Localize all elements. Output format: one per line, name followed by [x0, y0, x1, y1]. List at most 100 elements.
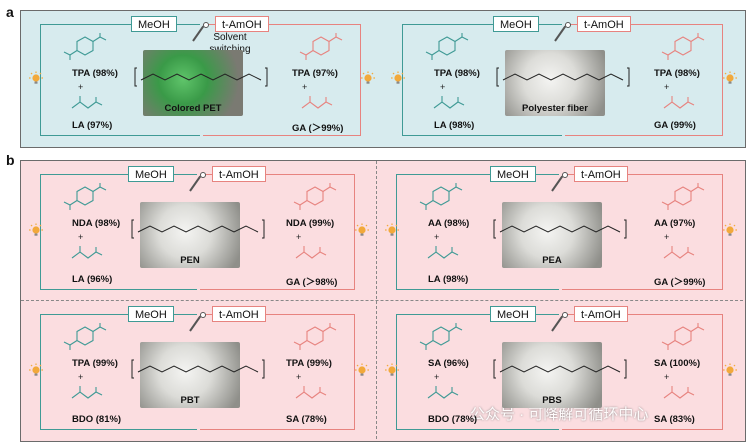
left-product-2-label: LA (96%) — [72, 274, 113, 285]
reaction-cell-b1: MeOH t-AmOH NDA (98%) + LA (96%) NDA (99%) + GA… — [20, 160, 376, 300]
horizontal-divider — [21, 300, 743, 301]
left-product-2-label: BDO (78%) — [428, 414, 478, 425]
light-bulb-icon — [722, 71, 738, 87]
polymer-repeat-unit — [130, 356, 266, 387]
left-product-structure — [424, 32, 470, 67]
plus-sign: + — [78, 372, 84, 382]
meoh-loop — [396, 314, 559, 430]
polymer-name: Colored PET — [164, 103, 222, 114]
polymer-repeat-unit — [492, 356, 628, 387]
polymer-name: PBT — [180, 395, 200, 406]
light-bulb-icon — [354, 223, 370, 239]
polymer-photo: PEN — [140, 202, 240, 268]
right-product-2-label: SA (83%) — [654, 414, 695, 425]
solvent-switching-note: Solvent switching — [200, 32, 260, 56]
light-bulb-icon — [360, 71, 376, 87]
meoh-loop — [396, 174, 559, 290]
left-product-1-label: TPA (98%) — [72, 68, 118, 79]
light-bulb-icon — [28, 71, 44, 87]
light-bulb-icon — [28, 223, 44, 239]
polymer-photo: Colored PET — [143, 50, 243, 116]
polymer-repeat-unit — [133, 64, 269, 95]
plus-sign: + — [78, 82, 84, 92]
left-product-2-structure — [70, 94, 104, 119]
light-bulb-icon — [354, 363, 370, 379]
switch-contact-dot — [565, 22, 571, 28]
right-product-structure — [298, 32, 344, 67]
right-product-1-label: TPA (99%) — [286, 358, 332, 369]
left-product-2-label: BDO (81%) — [72, 414, 122, 425]
right-product-2-label: SA (78%) — [286, 414, 327, 425]
right-product-2-label: GA (＞98%) — [286, 277, 338, 288]
right-product-2-structure — [294, 244, 328, 269]
right-product-2-label: GA (＞99%) — [654, 277, 706, 288]
tamoh-tag: t-AmOH — [574, 306, 628, 322]
left-product-1-label: SA (96%) — [428, 358, 469, 369]
meoh-loop — [40, 174, 197, 290]
left-product-structure — [62, 32, 108, 67]
light-bulb-icon — [384, 223, 400, 239]
tamoh-tag: t-AmOH — [212, 166, 266, 182]
switch-contact-dot — [200, 172, 206, 178]
polymer-name: PBS — [542, 395, 562, 406]
tamoh-loop — [203, 24, 361, 136]
switch-contact-dot — [203, 22, 209, 28]
tamoh-loop — [562, 174, 723, 290]
left-product-1-label: NDA (98%) — [72, 218, 121, 229]
polymer-photo: PBS — [502, 342, 602, 408]
right-product-2-structure — [662, 384, 696, 409]
light-bulb-icon — [722, 363, 738, 379]
meoh-loop — [40, 314, 197, 430]
meoh-loop — [40, 24, 200, 136]
polymer-name: PEA — [542, 255, 562, 266]
meoh-tag: MeOH — [128, 166, 174, 182]
solvent-note-line2: switching — [209, 44, 250, 55]
tamoh-loop — [562, 314, 723, 430]
right-product-1-label: TPA (97%) — [292, 68, 338, 79]
tamoh-tag: t-AmOH — [577, 16, 631, 32]
polymer-photo: Polyester fiber — [505, 50, 605, 116]
tamoh-tag: t-AmOH — [212, 306, 266, 322]
left-product-structure — [418, 182, 464, 217]
left-product-2-structure — [70, 384, 104, 409]
meoh-loop — [402, 24, 562, 136]
panel-a — [20, 10, 746, 148]
right-product-structure — [660, 32, 706, 67]
meoh-tag: MeOH — [493, 16, 539, 32]
solvent-note-line1: Solvent — [213, 32, 247, 43]
plus-sign: + — [434, 372, 440, 382]
panel-label-b: b — [6, 152, 15, 168]
left-product-1-label: TPA (98%) — [434, 68, 480, 79]
plus-sign: + — [78, 232, 84, 242]
left-product-2-label: LA (98%) — [428, 274, 469, 285]
left-product-1-label: TPA (99%) — [72, 358, 118, 369]
left-product-structure — [62, 182, 108, 217]
left-product-2-label: LA (97%) — [72, 120, 113, 131]
light-bulb-icon — [722, 223, 738, 239]
polymer-photo: PEA — [502, 202, 602, 268]
tamoh-loop — [200, 174, 355, 290]
meoh-tag: MeOH — [490, 306, 536, 322]
left-product-structure — [62, 322, 108, 357]
polymer-name: PEN — [180, 255, 200, 266]
switch-contact-dot — [200, 312, 206, 318]
right-product-2-label: GA (99%) — [654, 120, 696, 131]
plus-sign: + — [440, 82, 446, 92]
light-bulb-icon — [390, 71, 406, 87]
meoh-tag: MeOH — [131, 16, 177, 32]
right-product-structure — [292, 322, 338, 357]
plus-sign: + — [434, 232, 440, 242]
polymer-repeat-unit — [492, 216, 628, 247]
plus-sign: + — [664, 82, 670, 92]
right-product-2-label: GA (＞99%) — [292, 123, 344, 134]
plus-sign: + — [296, 372, 302, 382]
tamoh-loop — [565, 24, 723, 136]
right-product-1-label: NDA (99%) — [286, 218, 335, 229]
left-product-2-structure — [432, 94, 466, 119]
polymer-photo: PBT — [140, 342, 240, 408]
tamoh-loop — [200, 314, 355, 430]
plus-sign: + — [296, 232, 302, 242]
